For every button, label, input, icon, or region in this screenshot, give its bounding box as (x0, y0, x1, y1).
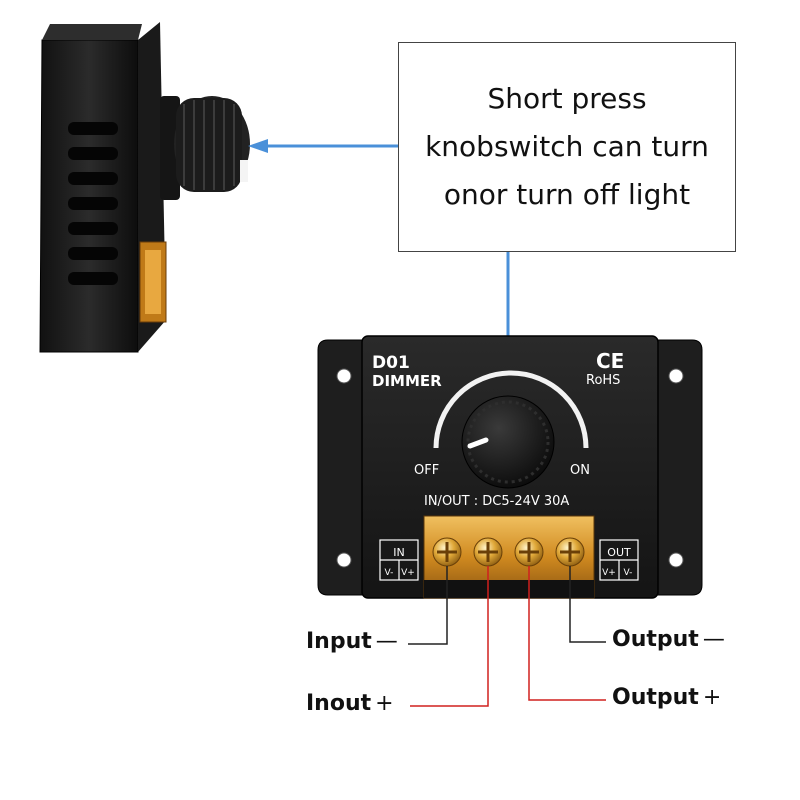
label-input-pos-text: Inout (306, 691, 372, 716)
label-output-neg: Output— (612, 627, 725, 652)
out-terminal-legend (599, 539, 639, 581)
in-label: IN (393, 546, 404, 559)
callout-line-1: Short press (487, 82, 647, 115)
in-terminal-legend (379, 539, 419, 581)
dial-arc (433, 370, 589, 449)
callout-line-3: onor turn off light (443, 178, 691, 211)
out-label: OUT (607, 546, 631, 559)
label-input-neg-text: Input (306, 629, 372, 654)
on-label: ON (570, 463, 590, 478)
label-output-neg-sym: — (702, 627, 725, 652)
mount-hole (668, 552, 684, 568)
wire-output-neg (569, 566, 606, 643)
label-input-pos: Inout+ (306, 691, 394, 716)
mount-hole (668, 368, 684, 384)
side-view-device (39, 22, 250, 353)
label-output-pos-text: Output (612, 685, 699, 710)
label-output-pos-sym: + (702, 685, 722, 710)
label-input-neg-sym: — (375, 629, 398, 654)
device-name: DIMMER (372, 372, 442, 390)
label-input-neg: Input— (306, 629, 398, 654)
knob-indicator (467, 437, 489, 449)
out-pos-label: V+ (602, 568, 616, 578)
callout-box: Short press knobswitch can turn onor tur… (398, 42, 736, 252)
dimmer-knob[interactable] (461, 395, 555, 489)
label-output-pos: Output+ (612, 685, 721, 710)
wire-output-pos (528, 566, 606, 701)
vent-slots (68, 122, 118, 285)
label-input-pos-sym: + (375, 691, 394, 716)
callout-arrow-left (248, 139, 398, 153)
mount-hole (336, 552, 352, 568)
front-view-device: D01 DIMMER CE RoHS OFF ON IN/OUT : DC5-2… (317, 335, 703, 599)
off-label: OFF (414, 463, 439, 478)
spec-label: IN/OUT : DC5-24V 30A (424, 494, 569, 509)
device-model: D01 (372, 353, 410, 373)
in-pos-label: V+ (401, 568, 415, 578)
in-neg-label: V- (385, 568, 394, 578)
side-knob (160, 96, 250, 200)
out-neg-label: V- (624, 568, 633, 578)
mount-hole (336, 368, 352, 384)
rohs-mark: RoHS (586, 373, 620, 388)
wire-input-neg (408, 566, 448, 645)
callout-line-2: knobswitch can turn (425, 130, 709, 163)
ce-mark: CE (596, 349, 624, 373)
wire-input-pos (410, 566, 489, 707)
label-output-neg-text: Output (612, 627, 699, 652)
